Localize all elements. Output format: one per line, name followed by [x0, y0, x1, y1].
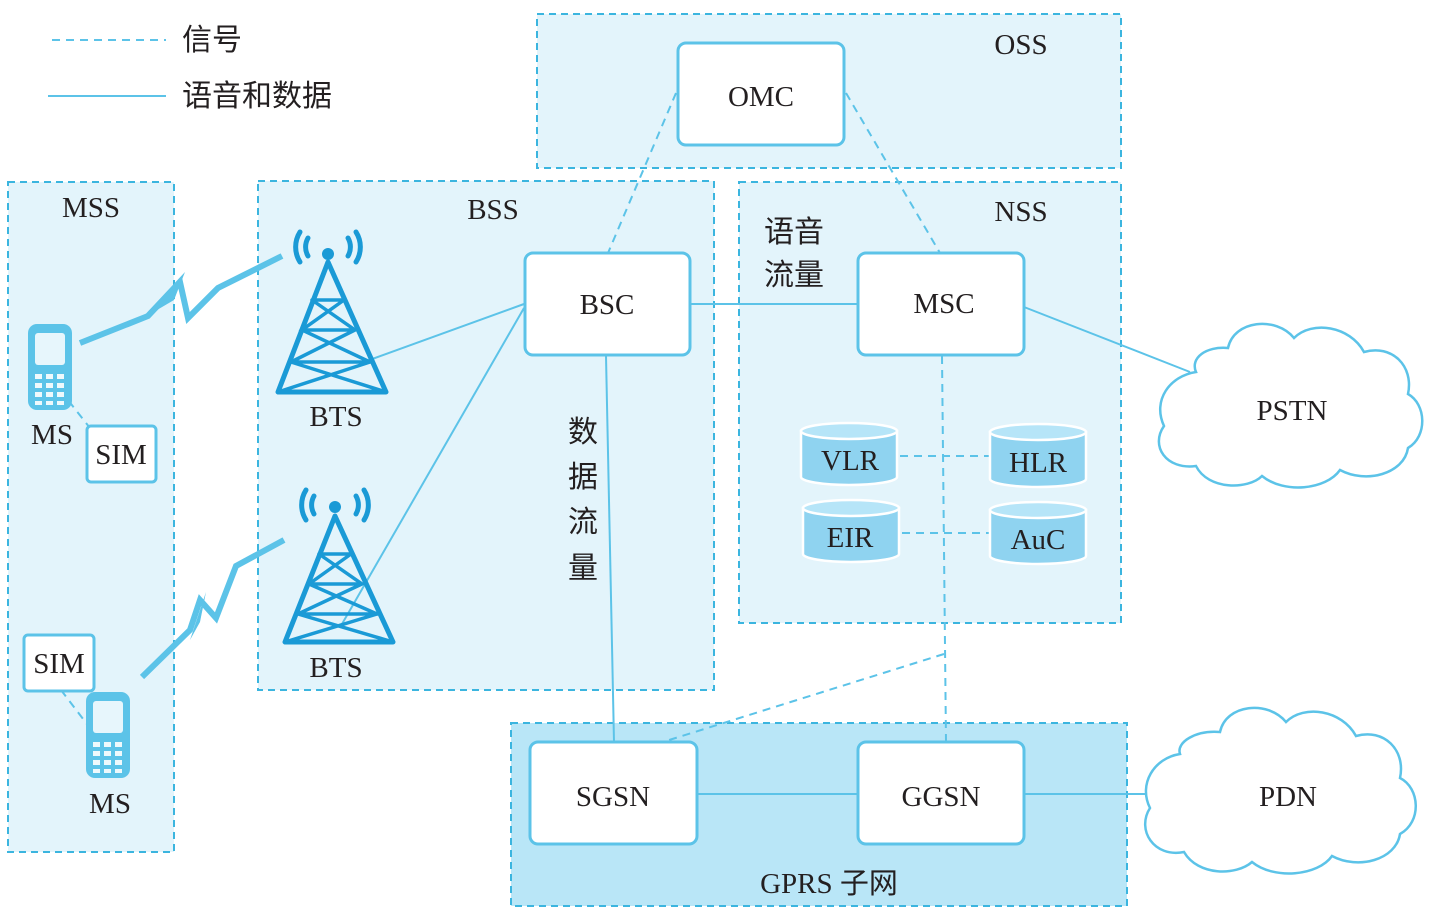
omc-bsc-signal-link	[607, 92, 677, 254]
auc-label: AuC	[1011, 524, 1066, 556]
eir-label: EIR	[827, 522, 874, 554]
pdn-cloud	[1144, 706, 1417, 875]
ggsn-label: GGSN	[902, 781, 981, 813]
mss-label: MSS	[62, 192, 120, 224]
voice-traffic-label-2: 流量	[764, 258, 824, 293]
auc-database	[988, 500, 1088, 566]
sgsn-signal-link	[665, 653, 945, 742]
vlr-label: VLR	[821, 445, 880, 477]
data-traffic-char-3: 流	[568, 505, 598, 540]
legend-voice-data-label: 语音和数据	[182, 79, 332, 114]
phone-icon-2	[86, 692, 130, 778]
vlr-database	[799, 421, 899, 487]
pstn-cloud	[1157, 322, 1424, 489]
bsc-box	[523, 251, 692, 357]
gprs-label: GPRS 子网	[760, 868, 898, 900]
phone-icon-1	[28, 324, 72, 410]
bts1-bsc-link	[363, 303, 525, 363]
radio-link-2	[139, 537, 286, 680]
bts-tower-1	[275, 229, 389, 395]
sim1-label: SIM	[95, 439, 147, 471]
sim2-label: SIM	[33, 648, 85, 680]
bts1-label: BTS	[309, 401, 362, 433]
hlr-label: HLR	[1009, 447, 1068, 479]
bsc-label: BSC	[580, 289, 635, 321]
ggsn-box	[856, 740, 1026, 846]
msc-label: MSC	[913, 288, 974, 320]
data-traffic-char-1: 数	[568, 415, 598, 450]
bts-tower-2	[282, 487, 396, 645]
ms1-label: MS	[31, 419, 73, 451]
msc-box	[856, 251, 1026, 357]
bts2-label: BTS	[309, 652, 362, 684]
omc-box	[676, 41, 846, 147]
sgsn-box	[528, 740, 699, 846]
bss-label: BSS	[467, 194, 519, 226]
pstn-label: PSTN	[1257, 395, 1328, 427]
sim2-box	[22, 633, 96, 693]
omc-msc-signal-link	[845, 92, 941, 254]
sim1-box	[85, 424, 158, 484]
legend-signal-label: 信号	[182, 23, 242, 58]
voice-traffic-label-1: 语音	[764, 215, 824, 250]
bsc-sgsn-link	[605, 355, 615, 743]
data-traffic-char-4: 量	[568, 551, 598, 586]
bts2-bsc-link	[341, 307, 525, 625]
nss-label: NSS	[994, 196, 1047, 228]
oss-label: OSS	[994, 29, 1047, 61]
eir-database	[801, 498, 901, 564]
pdn-label: PDN	[1259, 781, 1317, 813]
ms2-label: MS	[89, 788, 131, 820]
sgsn-label: SGSN	[576, 781, 650, 813]
hlr-database	[988, 422, 1088, 489]
radio-link-1	[78, 253, 284, 346]
msc-pstn-link	[1023, 306, 1191, 373]
data-traffic-char-2: 据	[568, 460, 598, 495]
omc-label: OMC	[728, 81, 794, 113]
